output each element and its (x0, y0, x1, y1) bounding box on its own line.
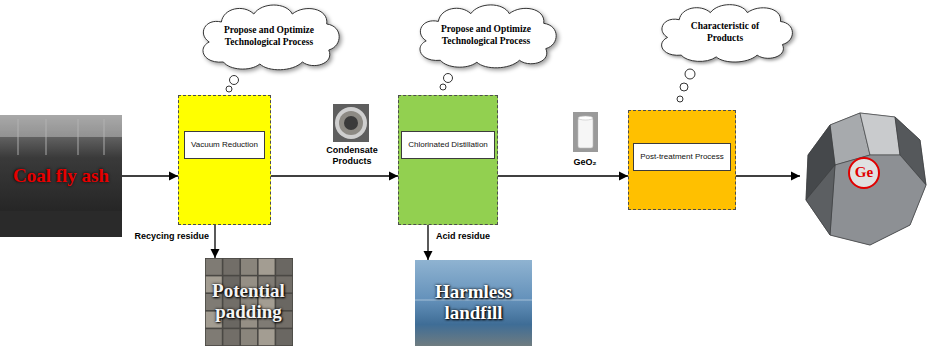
element-symbol: Ge (848, 157, 880, 189)
process-box: Vacuum Reduction (178, 95, 271, 225)
product-photo: Ge (800, 95, 928, 250)
photo-structure (45, 119, 47, 155)
photo-ground (205, 258, 293, 346)
process-label: Post-treatment Process (633, 143, 731, 171)
metal-facet (860, 113, 900, 155)
tile (223, 259, 239, 275)
cloud-shape (662, 5, 793, 62)
sample-vial (578, 118, 593, 148)
photo-caption: Harmless landfill (424, 282, 524, 324)
photo-structure (17, 119, 19, 155)
thought-bubble (685, 69, 695, 79)
cloud-text: Propose and Optimize Technological Proce… (213, 25, 325, 49)
condensate-photo (333, 104, 369, 142)
process-label: Chlorinated Distillation (401, 131, 495, 159)
thought-bubble (444, 74, 453, 83)
photo-panel: Potential padding (205, 258, 293, 346)
photo-ground (0, 115, 122, 237)
thought-cloud: Propose and Optimize Technological Proce… (410, 2, 562, 70)
flow-arrow (214, 225, 215, 258)
cloud-text: Propose and Optimize Technological Proce… (430, 24, 542, 48)
geo2-photo (573, 112, 598, 152)
cloud-text: Characteristic of Products (675, 21, 775, 45)
photo-caption: Coal fly ash (13, 165, 109, 187)
edge-label: Condensate Products (313, 145, 391, 168)
flow-arrow (271, 175, 398, 176)
cloud-shape (203, 5, 339, 70)
flow-arrow (498, 175, 628, 176)
photo-panel: Harmless landfill (415, 260, 532, 346)
photo-structure (103, 119, 105, 155)
thought-bubble (226, 86, 232, 92)
thought-bubble (677, 96, 683, 102)
sample-ring (339, 111, 363, 135)
process-box: Chlorinated Distillation (398, 95, 498, 225)
tile (241, 259, 257, 275)
edge-label: Recycing residue (134, 231, 209, 242)
flow-arrow (122, 175, 178, 176)
tile (241, 329, 257, 345)
cloud-shape (420, 5, 556, 68)
metal-facet (806, 113, 926, 245)
tile (276, 329, 292, 345)
ash-heap (0, 211, 122, 237)
tile (258, 259, 274, 275)
photo-ground (333, 104, 369, 142)
metal-facet (806, 165, 835, 235)
flow-arrow (736, 175, 800, 176)
tile (258, 329, 274, 345)
photo-structure (77, 119, 79, 155)
thought-cloud: Characteristic of Products (652, 2, 798, 64)
photo-ground (573, 112, 598, 152)
thought-cloud: Propose and Optimize Technological Proce… (193, 2, 345, 72)
process-label: Vacuum Reduction (184, 131, 265, 159)
thought-bubble (230, 76, 239, 85)
flow-arrow (427, 225, 428, 260)
process-box: Post-treatment Process (628, 110, 736, 210)
sample-core (344, 116, 358, 130)
photo-panel: Coal fly ash (0, 115, 122, 237)
vial-top (578, 116, 593, 120)
tile (205, 259, 221, 275)
thought-bubble (680, 83, 688, 91)
sample-ring (335, 107, 367, 139)
tile (223, 329, 239, 345)
edge-label: GeO₂ (573, 157, 596, 168)
photo-caption: Potential padding (207, 281, 291, 323)
tile (276, 259, 292, 275)
tile (205, 329, 221, 345)
metal-facet (830, 155, 926, 245)
edge-label: Acid residue (436, 231, 490, 242)
photo-ground (415, 260, 532, 346)
thought-bubble (440, 84, 446, 90)
